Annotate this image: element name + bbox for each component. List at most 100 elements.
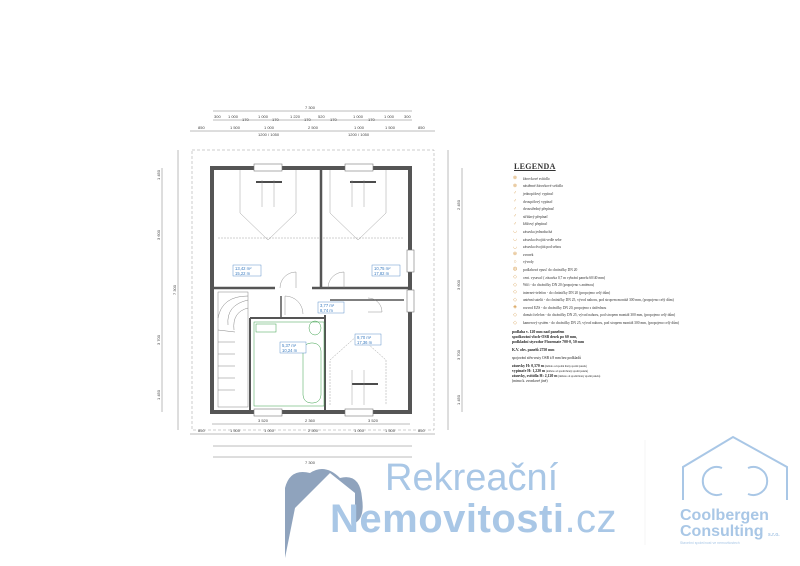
svg-text:1200 / 1050: 1200 / 1050: [258, 132, 280, 137]
svg-text:3 520: 3 520: [368, 418, 379, 423]
legend-symbol-icon: ◈: [513, 305, 517, 311]
svg-text:3 700: 3 700: [456, 349, 461, 360]
legend-item-label: nástěnné žárovkové svítidlo: [523, 184, 564, 189]
svg-text:1 450: 1 450: [156, 389, 161, 400]
svg-text:1 450: 1 450: [456, 394, 461, 405]
svg-text:10,24 m: 10,24 m: [282, 348, 298, 353]
legend-item: ◇kamerový systém - do chráničky DN 25, v…: [512, 319, 722, 327]
logo-suffix: s.r.o.: [768, 532, 780, 538]
svg-text:170: 170: [304, 117, 311, 122]
legend-symbol-icon: ◡: [512, 237, 518, 243]
svg-text:15,22 m: 15,22 m: [235, 271, 251, 276]
svg-text:850: 850: [198, 428, 205, 433]
svg-text:1 000: 1 000: [264, 125, 275, 130]
legend-item: ◡zásuvka dvojitá pod sebou: [512, 243, 722, 251]
svg-text:850: 850: [198, 125, 205, 130]
legend-item-label: dvoustředný přepínač: [523, 207, 555, 212]
legend-symbol-icon: ♂: [513, 221, 517, 227]
note: K.V. obv. panelů 2750 mm: [512, 348, 555, 352]
legend-item: ◡ zásuvka dvojitá vedle sebe: [512, 236, 722, 244]
svg-text:170: 170: [242, 117, 249, 122]
svg-text:2 360: 2 360: [305, 418, 316, 423]
legend-symbol-icon: ◇: [513, 320, 517, 326]
svg-text:3 700: 3 700: [156, 334, 161, 345]
legend-item-label: domácí telefon - do chráničky DN 25, výv…: [523, 313, 676, 318]
svg-text:7 300: 7 300: [305, 105, 316, 110]
legend-item: ◈ rozvod EZS - do chráničky DN 20, propoj…: [512, 304, 722, 312]
svg-text:1 000: 1 000: [354, 125, 365, 130]
legend-title: LEGENDA: [514, 162, 556, 171]
roof-outline: [191, 149, 435, 431]
bathroom-fixtures: [253, 320, 325, 407]
note: (mimo k. zvonkové jiné): [512, 379, 548, 383]
logo-text: Nemovitosti: [330, 497, 565, 541]
coolbergen-house-logo: [682, 435, 788, 500]
svg-text:3 600: 3 600: [456, 279, 461, 290]
legend-symbol-icon: ⊕: [512, 252, 518, 258]
legend-symbol-icon: ◇: [513, 282, 517, 288]
svg-text:170: 170: [272, 117, 279, 122]
dimension-lines: [161, 110, 463, 458]
legend-item-label: zásuvka jednoduchá: [523, 229, 553, 234]
svg-text:300: 300: [404, 114, 411, 119]
svg-text:850: 850: [418, 428, 425, 433]
svg-text:300: 300: [214, 114, 221, 119]
legend-item-label: zásuvka dvojitá vedle sebe: [523, 237, 562, 242]
walls: [210, 166, 412, 414]
svg-text:1200 / 1050: 1200 / 1050: [348, 132, 370, 137]
legend-item: ◇ domácí telefon - do chráničky DN 25, vý…: [512, 312, 722, 320]
logo-suffix: .cz: [564, 497, 618, 541]
legend-symbol-icon: ○: [513, 259, 517, 265]
legend-item-label: střídavý přepínač: [523, 214, 548, 219]
note: vypínače H: 1,220 m: [512, 369, 546, 373]
legend-item: ⊗žárovkové svítidlo: [512, 175, 722, 183]
svg-text:1 000: 1 000: [258, 114, 269, 119]
legend-item: ◇Wifi - do chráničky DN 20 (propojeno s …: [512, 281, 722, 289]
legend-item-label: zvonek: [523, 252, 534, 257]
rekreacni-logo-line2: Nemovitosti.cz: [330, 497, 617, 541]
svg-text:7 300: 7 300: [305, 460, 316, 465]
legend-item: ♂jednopólový vypínač: [512, 190, 722, 198]
legend: LEGENDA ⊗žárovkové svítidlo⊗ nástěnné žár…: [512, 162, 722, 327]
svg-text:1 220: 1 220: [290, 114, 301, 119]
legend-symbol-icon: ◇: [513, 297, 517, 303]
svg-text:17,36 m: 17,36 m: [357, 340, 373, 345]
svg-text:2 450: 2 450: [456, 199, 461, 210]
rekreacni-cloud-logo: [285, 469, 363, 558]
dimension-texts: 7 300 300 1 000 170 1 000 170 1 220 170 …: [156, 105, 461, 465]
svg-text:1 000: 1 000: [353, 114, 364, 119]
coolbergen-tagline: Stavební společnost ve nemovitostech: [680, 541, 740, 545]
svg-text:1 000: 1 000: [228, 114, 239, 119]
svg-text:5,37 m²: 5,37 m²: [282, 343, 297, 348]
svg-text:17,82 m: 17,82 m: [374, 271, 390, 276]
legend-symbol-icon: ♂: [513, 191, 517, 197]
legend-item: ◇ anténní satelit - do chráničky DN 25, v…: [512, 297, 722, 305]
note: spojování stěn vruty OSB á 8 mm bez podk…: [512, 356, 581, 360]
legend-item-label: anténní satelit - do chráničky DN 25, vý…: [523, 298, 674, 303]
legend-item: ◡zásuvka jednoduchá: [512, 228, 722, 236]
legend-item-label: podlahová vpusť do chráničky DN 20: [523, 267, 578, 272]
note: (měřeno od spodní hrany spodní panelu): [558, 375, 601, 378]
legend-symbol-icon: ⊗: [512, 183, 518, 189]
legend-item: ◇internet+telefon - do chráničky DN 20 (…: [512, 289, 722, 297]
legend-symbol-icon: ♂: [513, 214, 517, 220]
construction-notes: podlaha v. 120 mm nad panelem spodkování…: [512, 330, 600, 384]
coolbergen-logo-line2: Consulting s.r.o.: [680, 523, 780, 544]
svg-text:2 500: 2 500: [308, 428, 319, 433]
svg-text:8,74 m: 8,74 m: [320, 308, 333, 313]
legend-item: ♂ střídavý přepínač: [512, 213, 722, 221]
note: podkladní styrodur Floormate 700-0, 50 m…: [512, 340, 585, 344]
coolbergen-logo-line1: Coolbergen: [680, 507, 769, 524]
svg-text:170: 170: [330, 117, 337, 122]
svg-text:2 500: 2 500: [308, 125, 319, 130]
svg-text:3 600: 3 600: [156, 229, 161, 240]
staircase: [217, 291, 249, 408]
legend-symbol-icon: ◇: [513, 312, 517, 318]
logo-text: Consulting: [680, 523, 764, 540]
legend-symbol-icon: ◇: [513, 275, 517, 281]
legend-item-label: rozvod EZS - do chráničky DN 20, propoje…: [523, 305, 607, 310]
